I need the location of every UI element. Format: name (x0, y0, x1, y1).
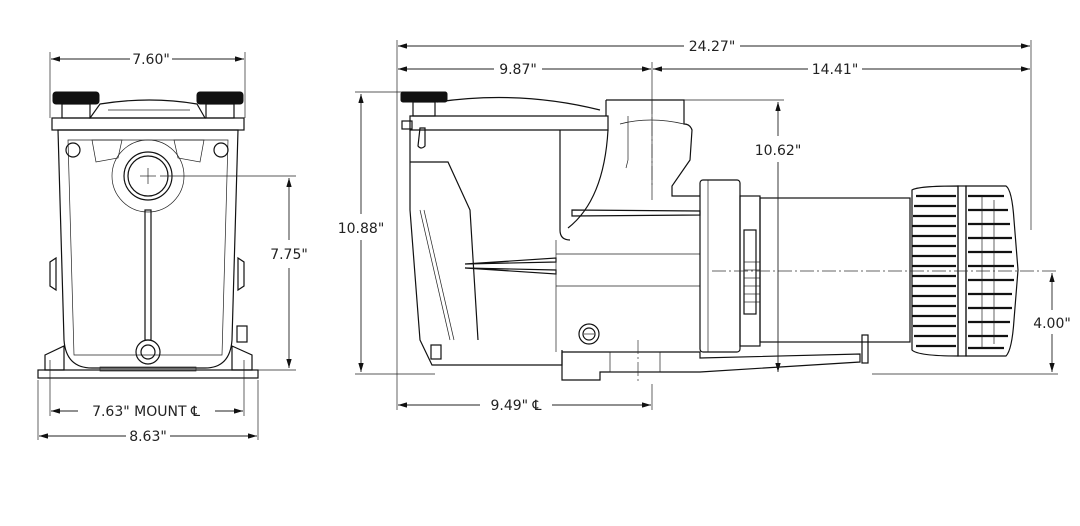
side-view: 24.27" 9.87" 14.41" 10.88" (338, 39, 1071, 414)
mount-length-label: 9.49" ℄ (490, 398, 541, 414)
overall-length-label: 24.27" (689, 39, 736, 55)
front-view: 7.60" (37, 52, 308, 445)
front-width-label: 7.60" (132, 52, 170, 68)
mount-width-label: 7.63" MOUNT ℄ (92, 404, 200, 420)
discharge-port (606, 99, 700, 197)
discharge-height-label: 10.62" (755, 143, 802, 159)
lid-knob-right (196, 91, 244, 105)
motor-housing (759, 197, 911, 343)
motor-length-label: 14.41" (812, 62, 859, 78)
lid-knob-left (52, 91, 100, 105)
strainer-length-label: 9.87" (499, 62, 537, 78)
side-lid-knob (400, 91, 448, 103)
motor-coupling (744, 261, 760, 303)
shaft-height-label: 4.00" (1033, 316, 1071, 332)
overall-height-label: 10.88" (338, 221, 385, 237)
motor-fan-cover (911, 185, 1019, 357)
base-width-label: 8.63" (129, 429, 167, 445)
inlet-height-label: 7.75" (270, 247, 308, 263)
strainer-body (57, 129, 239, 369)
